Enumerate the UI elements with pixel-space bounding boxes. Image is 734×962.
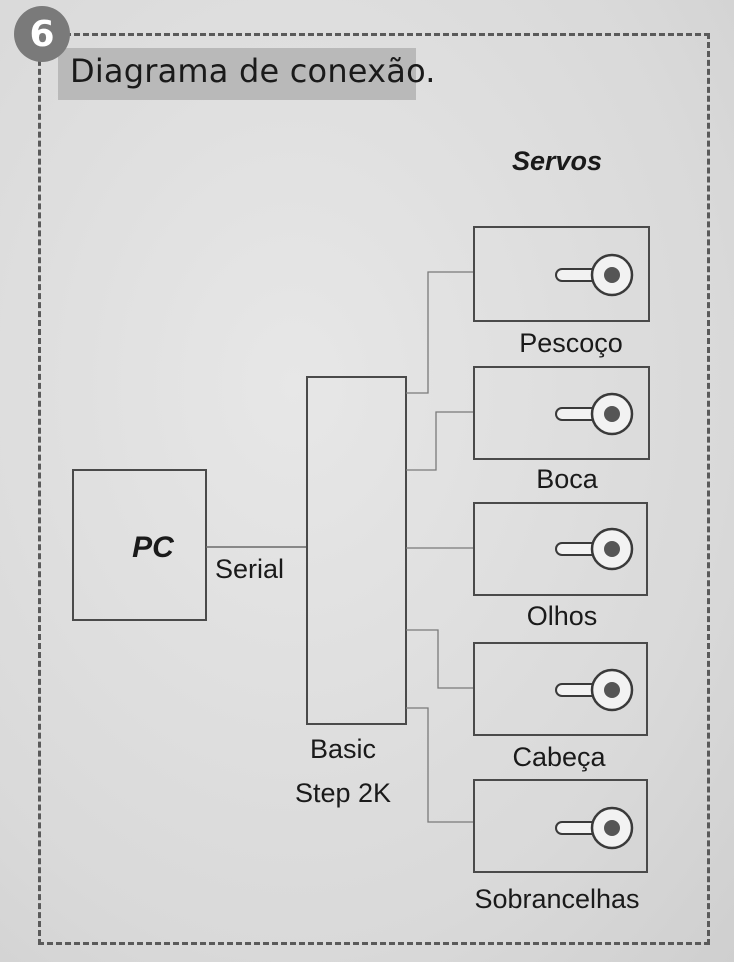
servo-box	[473, 226, 650, 322]
servo-label-cabeca: Cabeça	[512, 742, 606, 772]
controller-label-line1: Basic	[310, 734, 376, 764]
servo-sobrancelhas: Sobrancelhas	[473, 779, 648, 914]
wire-pescoco	[406, 271, 474, 394]
serial-label: Serial	[215, 554, 284, 584]
servo-horn-icon	[555, 392, 634, 436]
servo-horn-icon	[555, 668, 634, 712]
servo-pescoco: Pescoço	[473, 226, 650, 358]
servo-box	[473, 779, 648, 873]
wire-cabeca	[406, 629, 474, 689]
step-number-badge: 6	[14, 6, 70, 62]
controller-label-line2: Step 2K	[295, 778, 391, 808]
wire-sobrancelhas	[406, 707, 474, 823]
servos-heading: Servos	[512, 146, 602, 176]
pc-box	[72, 469, 207, 621]
servo-box	[473, 366, 650, 460]
servo-olhos: Olhos	[473, 502, 648, 631]
servo-label-boca: Boca	[536, 464, 599, 494]
servo-box	[473, 502, 648, 596]
basic-step-board	[306, 376, 407, 725]
servo-label-olhos: Olhos	[527, 601, 598, 631]
title-band	[58, 48, 416, 100]
servo-box	[473, 642, 648, 736]
servo-horn-icon	[555, 253, 634, 297]
servo-label-pescoco: Pescoço	[519, 328, 623, 358]
servo-horn-icon	[555, 806, 634, 850]
servo-horn-icon	[555, 527, 634, 571]
diagram-title: Diagrama de conexão.	[70, 52, 436, 90]
diagram-frame	[38, 33, 710, 945]
servo-boca: Boca	[473, 366, 650, 494]
servo-label-sobrancelhas: Sobrancelhas	[474, 884, 639, 914]
pc-label: PC	[132, 531, 175, 564]
wire-boca	[406, 411, 474, 471]
servo-cabeca: Cabeça	[473, 642, 648, 772]
